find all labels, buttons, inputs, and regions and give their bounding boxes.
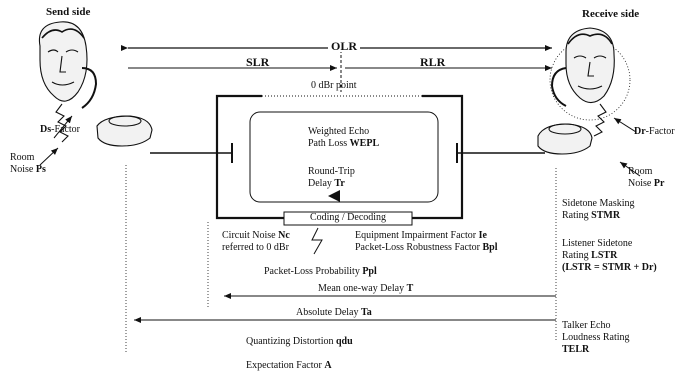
ps-pointer-arrow: [39, 147, 59, 166]
transmission-line-top: [215, 94, 464, 108]
rlr-label: RLR: [420, 55, 446, 69]
dr-factor-label: Dr-Factor: [634, 126, 675, 137]
mean-delay-label: Mean one-way Delay T: [318, 283, 414, 294]
circuit-noise-label: Circuit Noise Nc referred to 0 dBr: [222, 230, 290, 253]
round-trip-delay-label: Round-Trip Delay Tr: [308, 166, 355, 189]
olr-label: OLR: [328, 40, 361, 52]
slr-label: SLR: [246, 55, 270, 69]
packet-loss-bolt-icon: [311, 227, 323, 255]
equipment-impairment-label: Equipment Impairment Factor Ie Packet-Lo…: [355, 230, 498, 253]
pr-pointer-arrow: [619, 161, 641, 177]
lstr-label: Listener Sidetone Rating LSTR (LSTR = ST…: [562, 238, 657, 273]
telr-label: Talker Echo Loudness Rating TELR: [562, 320, 630, 355]
receive-side-person-icon: [537, 27, 615, 155]
transmission-line-bottom: [215, 205, 464, 220]
dr-pointer-arrow: [613, 117, 637, 133]
receive-side-header: Receive side: [582, 8, 640, 20]
codec-box: [283, 211, 413, 226]
expectation-factor-label: Expectation Factor A: [246, 360, 332, 371]
wepl-label: Weighted Echo Path Loss WEPL: [308, 126, 380, 149]
zero-dbr-point-label: 0 dBr point: [311, 80, 357, 91]
echo-loop-arrow: [328, 190, 340, 202]
packet-loss-probability-label: Packet-Loss Probability Ppl: [264, 266, 377, 277]
absolute-delay-label: Absolute Delay Ta: [296, 307, 372, 318]
echo-path-loop: [249, 111, 439, 203]
codec-label: Coding / Decoding: [309, 212, 387, 223]
receive-room-circle: [549, 39, 631, 121]
send-side-person-icon: [38, 21, 153, 147]
send-side-header: Send side: [46, 6, 91, 18]
send-room-noise-label: Room Noise Ps: [10, 152, 46, 175]
ds-factor-label: Ds-Factor: [40, 124, 81, 135]
quantizing-distortion-label: Quantizing Distortion qdu: [246, 336, 353, 347]
receive-room-noise-label: Room Noise Pr: [628, 166, 665, 189]
stmr-label: Sidetone Masking Rating STMR: [562, 198, 635, 221]
ds-pointer-arrow: [53, 115, 73, 139]
